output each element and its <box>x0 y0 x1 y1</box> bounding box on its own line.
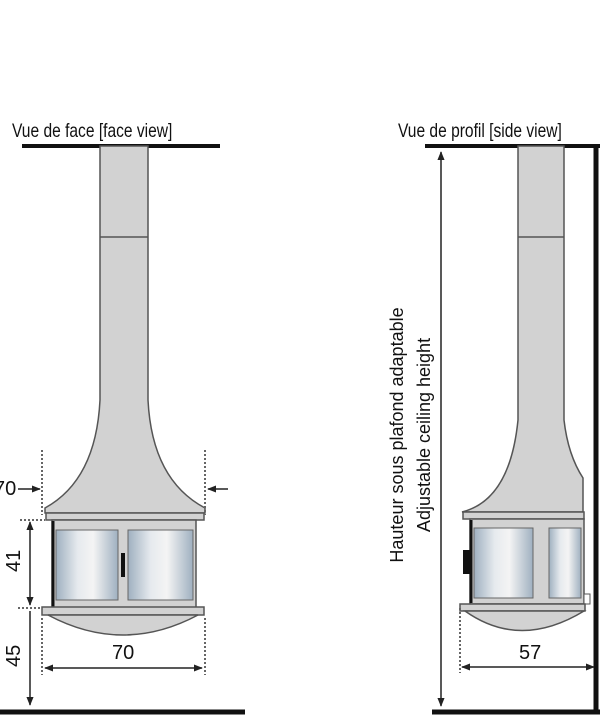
glass-panel-side <box>548 527 582 599</box>
dim-depth: 57 <box>519 642 541 664</box>
face-view-title: Vue de face [face view] <box>12 120 172 142</box>
dim-hood-width: 70 <box>0 478 16 500</box>
base-plate <box>459 603 586 612</box>
door-handle <box>463 550 470 574</box>
ceiling-label-en: Adjustable ceiling height <box>414 338 434 532</box>
glass-panel-front <box>473 527 534 599</box>
glass-panel-right <box>127 529 194 601</box>
dim-base-height: 45 <box>3 645 25 667</box>
hood-lip <box>462 511 585 520</box>
flue-and-hood <box>461 145 584 513</box>
side-view: Vue de profil [side view] Hauteur sous p… <box>387 120 600 715</box>
dim-width: 70 <box>112 642 134 664</box>
ceiling-label-fr: Hauteur sous plafond adaptable <box>387 307 407 562</box>
face-view: Vue de face [face view] 70 41 45 70 <box>0 120 245 715</box>
base-bowl <box>462 610 587 632</box>
side-view-title: Vue de profil [side view] <box>398 120 562 142</box>
glass-panel-left <box>55 529 119 601</box>
dim-body-height: 41 <box>3 550 25 572</box>
hood-lip <box>45 512 205 521</box>
base-plate <box>41 606 205 616</box>
base-bowl <box>47 614 199 636</box>
door-handle <box>121 553 125 577</box>
flue-and-hood <box>44 145 206 514</box>
